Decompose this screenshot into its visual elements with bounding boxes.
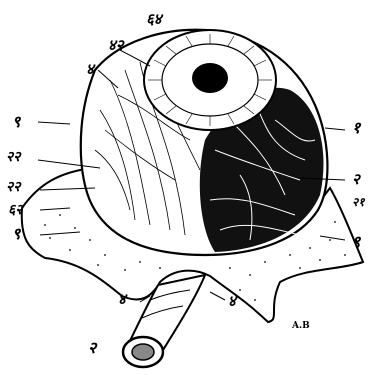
label-left-4: ६२	[8, 203, 23, 217]
label-bottom-1: ४	[118, 292, 126, 307]
cornea-iris	[144, 30, 276, 130]
label-bottom-2: ४	[228, 294, 236, 309]
label-left-1: ९	[12, 114, 20, 130]
label-right-4: ९	[352, 234, 360, 250]
label-left-3: २२	[6, 180, 21, 194]
label-top-b: ६४	[146, 12, 162, 27]
artist-signature: A.B	[292, 322, 310, 331]
label-top-a: ४२	[108, 38, 124, 53]
label-top-left: ४	[86, 62, 94, 77]
pupil	[192, 63, 228, 93]
label-left-2: २२	[6, 150, 21, 164]
label-left-5: ९	[12, 226, 20, 242]
label-bottom-3: २	[88, 340, 96, 356]
label-right-2: २	[352, 172, 360, 187]
label-right-3: २१	[352, 196, 364, 208]
label-right-1: १	[352, 120, 360, 136]
